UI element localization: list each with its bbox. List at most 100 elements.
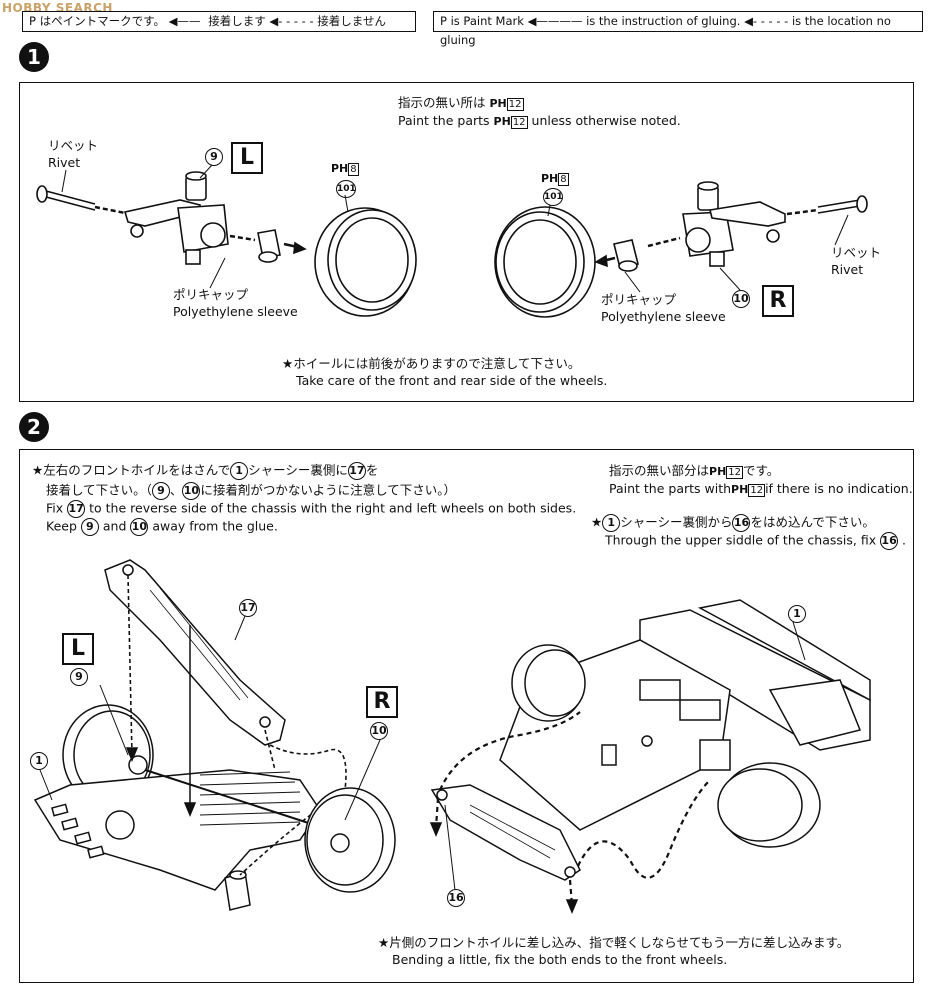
paint-mark: PH [493,115,511,128]
part-number: 1 [30,752,48,770]
legend-en-prefix: P is Paint Mark [440,14,524,28]
part-number: 1 [230,462,249,480]
text: Paint the parts with [609,481,732,496]
text: Keep [46,518,77,534]
noglue-arrow: ◀- - - - - [269,14,314,28]
part-number: 16 [880,532,899,550]
side-right-badge-2: R [366,686,398,718]
part-number: 10 [732,290,750,308]
legend-jp-prefix: P はペイントマークです。 [29,14,165,28]
text: Fix [46,500,64,516]
part-number: 17 [239,599,257,617]
side-left-badge: L [231,142,263,174]
part-number: 101 [336,180,356,198]
chassis-right-view [499,599,871,831]
part-number: 17 [67,500,86,518]
chassis-left-view [33,769,321,911]
part-9-label-2: 9 [70,668,88,686]
step2-number: 2 [19,412,49,442]
wheel-part-left: 101 [336,180,356,198]
paint-code: 12 [510,116,528,129]
text: ★ [591,514,603,530]
paint-mark: PH [709,465,727,478]
wheel-front-right [717,762,821,848]
text: シャーシー裏側に [248,462,348,478]
paint-mark: PH [331,162,349,175]
part-number: 10 [130,518,149,536]
part-number: 101 [543,188,563,206]
step1-panel [19,82,914,402]
paint-mark: PH [731,483,749,496]
part-number: 16 [732,514,751,532]
paint-code: 8 [348,163,359,176]
paint-code: 12 [748,484,766,497]
paint-mark: PH [541,172,559,185]
step2-bottom-jp: ★片側のフロントホイルに差し込み、指で軽くしならせてもう一方に差し込みます。 [378,935,850,950]
text: away from the glue. [152,518,278,534]
part-number: 17 [347,462,366,480]
wheel-right-2 [304,787,396,893]
part-number: 9 [70,668,88,686]
knuckle-right [682,181,786,267]
text: and [102,518,127,534]
paint-mark: PH [489,97,507,110]
part-number: 9 [151,482,170,500]
part-17-label: 17 [239,599,257,617]
wheel-right [494,206,596,318]
legend-en-noglue: is the location no gluing [440,14,891,47]
legend-jp: P はペイントマークです。 ◀—— 接着します ◀- - - - - 接着しませ… [22,11,416,32]
sleeve-right-en: Polyethylene sleeve [601,309,726,324]
text: 指示の無い部分は [609,463,710,478]
part-number: 10 [182,482,201,500]
paint-code: 12 [726,466,744,479]
sleeve-left-jp: ポリキャップ [173,287,249,302]
step2-left-en-1: Fix 17 to the reverse side of the chassi… [46,500,576,518]
rivet-label-left-en: Rivet [48,155,81,170]
part-10-label: 10 [732,290,750,308]
wheel-rear-top [511,644,586,722]
paint-code: 8 [558,173,569,186]
text: if there is no indication. [765,481,913,496]
legend-jp-glue: 接着します [208,14,266,28]
part-10-label-2: 10 [370,722,388,740]
part-16 [430,784,581,881]
text: Through the upper siddle of the chassis,… [605,532,877,548]
text: to the reverse side of the chassis with … [89,500,577,516]
step1-note-en-text: Paint the parts [398,113,490,128]
step1-caution-jp: ★ホイールには前後がありますので注意して下さい。 [282,356,581,371]
legend-en: P is Paint Mark ◀———— is the instruction… [433,11,923,47]
rivet-right [817,195,868,214]
rivet-label-right-en: Rivet [831,262,864,277]
wheel-part-right: 101 [543,188,563,206]
sleeve-left-en: Polyethylene sleeve [173,304,298,319]
step2-left-en-2: Keep 9 and 10 away from the glue. [46,518,278,536]
rivet-left [36,185,96,211]
step1-note-jp-text: 指示の無い所は [398,95,486,110]
part-1-label-left: 1 [30,752,48,770]
step1-caution-en: Take care of the front and rear side of … [296,373,608,388]
rivet-label-left-jp: リベット [48,138,99,153]
part-9-label: 9 [205,148,223,166]
step2-right-en-2: Through the upper siddle of the chassis,… [605,532,906,550]
part-1-label-right: 1 [788,605,806,623]
knuckle-left [123,171,229,265]
step2-left-jp-2: 接着して下さい。（9、10に接着剤がつかないように注意して下さい。） [46,482,456,500]
noglue-arrow: ◀- - - - - [744,14,789,28]
step1-number: 1 [19,42,49,72]
part-17 [104,559,286,746]
text: に接着剤がつかないように注意して下さい。） [200,482,457,498]
rivet-label-right-jp: リベット [831,245,882,260]
glue-arrow: ◀—— [168,14,201,28]
paint-code: 12 [506,98,524,111]
text: をはめ込んで下さい。 [750,514,875,530]
legend-en-glue: is the instruction of gluing. [586,14,741,28]
